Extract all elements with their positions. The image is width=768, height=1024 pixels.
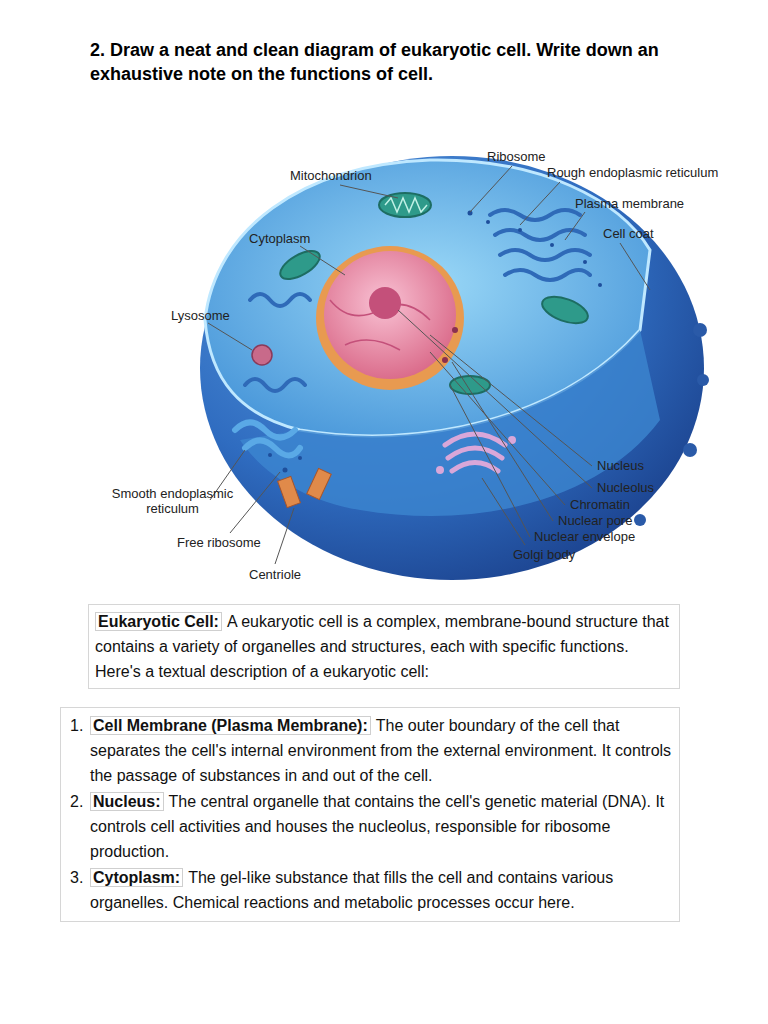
list-item: Nucleus:The central organelle that conta… bbox=[90, 789, 672, 864]
part-label: Nuclear envelope bbox=[534, 529, 635, 544]
part-label: Nucleolus bbox=[597, 480, 654, 495]
part-label: Rough endoplasmic reticulum bbox=[547, 165, 718, 180]
list-item: Cell Membrane (Plasma Membrane):The oute… bbox=[90, 713, 672, 788]
item-heading: Cell Membrane (Plasma Membrane): bbox=[90, 716, 371, 735]
part-label: Plasma membrane bbox=[575, 196, 684, 211]
list-frame bbox=[60, 707, 680, 922]
item-text: The central organelle that contains the … bbox=[90, 793, 664, 860]
page-title: 2. Draw a neat and clean diagram of euka… bbox=[90, 38, 690, 86]
list-number: 1. bbox=[70, 713, 83, 738]
part-label: Nuclear pore bbox=[558, 513, 632, 528]
part-label: Golgi body bbox=[513, 547, 575, 562]
part-label: Lysosome bbox=[171, 308, 230, 323]
part-label: Cytoplasm bbox=[249, 231, 310, 246]
part-label: Smooth endoplasmic reticulum bbox=[105, 486, 240, 516]
item-heading: Eukaryotic Cell: bbox=[95, 612, 222, 631]
part-label: Chromatin bbox=[570, 497, 630, 512]
part-label: Cell coat bbox=[603, 226, 654, 241]
item-heading: Nucleus: bbox=[90, 792, 164, 811]
part-label: Free ribosome bbox=[177, 535, 261, 550]
part-label: Ribosome bbox=[487, 149, 546, 164]
list-item: Cytoplasm:The gel-like substance that fi… bbox=[90, 865, 672, 915]
intro-box: Eukaryotic Cell:A eukaryotic cell is a c… bbox=[88, 604, 680, 689]
list-number: 3. bbox=[70, 865, 83, 890]
part-label: Nucleus bbox=[597, 458, 644, 473]
list-number: 2. bbox=[70, 789, 83, 814]
item-heading: Cytoplasm: bbox=[90, 868, 183, 887]
cell-illustration bbox=[0, 0, 768, 600]
part-label: Mitochondrion bbox=[290, 168, 372, 183]
part-label: Centriole bbox=[249, 567, 301, 582]
